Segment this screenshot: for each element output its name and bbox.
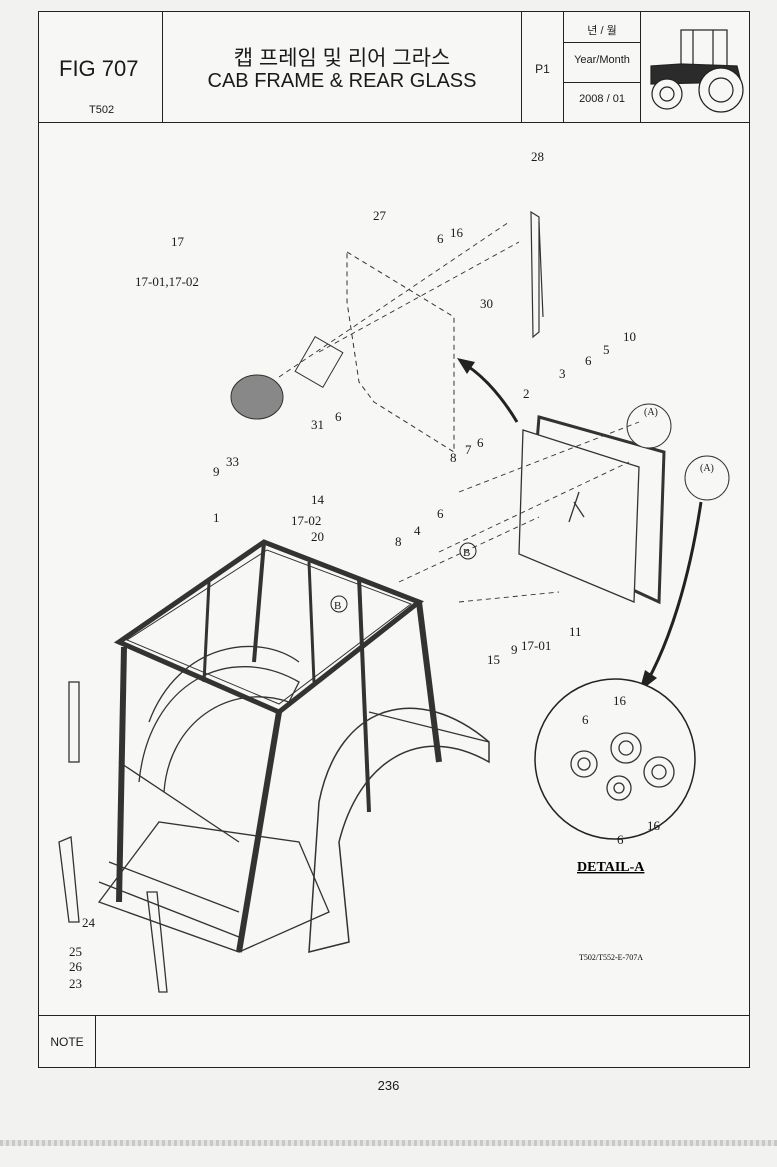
detail-callout: 16 [613,693,627,708]
callout: 15 [487,652,500,667]
callout: 31 [311,417,324,432]
title-korean: 캡 프레임 및 리어 그라스 [233,47,451,70]
work-lamp [230,335,344,420]
callout: 27 [373,208,387,223]
title-block: FIG 707 T502 캡 프레임 및 리어 그라스 CAB FRAME & … [39,12,749,123]
callout: 25 [69,944,82,959]
callout: 7 [465,442,472,457]
callout: 17-01,17-02 [135,274,199,289]
fig-cell: FIG 707 T502 [39,12,163,122]
callout: 11 [569,624,582,639]
drawing-code: T502/T552-E-707A [579,953,643,962]
callout: 33 [226,454,239,469]
callout: 17 [171,234,185,249]
detail-callout: 6 [582,712,589,727]
callout: 6 [335,409,342,424]
callout: B [334,600,341,612]
page-code-cell: P1 [522,12,564,122]
callout: 9 [511,642,518,657]
date-label-english: Year/Month [574,54,630,66]
callout: (A) [700,463,714,474]
rear-glass [518,415,666,605]
upper-glass [346,251,455,453]
tractor-thumbnail-icon [650,29,744,113]
callout: 14 [311,492,325,507]
title-cell: 캡 프레임 및 리어 그라스 CAB FRAME & REAR GLASS [163,12,522,122]
date-value: 2008 / 01 [579,93,625,105]
detail-callout: 16 [647,818,661,833]
detail-callout: 6 [617,832,624,847]
callout: 20 [311,529,324,544]
callout: 23 [69,976,82,991]
callout: 30 [480,296,493,311]
callout: 17-01 [521,638,551,653]
callout: 8 [450,450,457,465]
callout: 10 [623,329,636,344]
callout-labels: 28 27 17 17-01,17-02 6 16 30 31 6 9 33 5… [69,149,714,991]
page-code: P1 [535,62,550,76]
page-number: 236 [377,1078,400,1093]
note-row: NOTE [39,1015,749,1068]
detail-title: DETAIL-A [577,860,645,875]
scan-artifact [0,1140,777,1146]
detail-a-ref-circle [684,455,730,501]
arrow-icon [460,360,519,423]
divider [564,42,640,43]
callout: 26 [69,959,83,974]
callout: 6 [585,353,592,368]
callout: B [463,547,470,559]
callout: 9 [213,464,220,479]
parts-sheet: FIG 707 T502 캡 프레임 및 리어 그라스 CAB FRAME & … [38,11,750,1068]
detail-a-ref-circle [626,403,672,449]
leader-lines [278,221,640,603]
callout: 6 [437,506,444,521]
title-english: CAB FRAME & REAR GLASS [207,70,477,92]
callout: 6 [437,231,444,246]
callout: 1 [213,510,220,525]
callout: 8 [395,534,402,549]
arrow-head-icon [457,358,475,374]
callout: 3 [559,366,566,381]
note-label: NOTE [39,1016,96,1068]
callout: 2 [523,386,530,401]
model-code: T502 [89,104,115,116]
date-cell: 년 / 월 Year/Month 2008 / 01 [564,12,641,122]
callout: 16 [450,225,464,240]
callout: 5 [603,342,610,357]
wiper [530,210,544,339]
fig-label: FIG 707 [59,56,139,81]
tractor-thumb-cell [641,12,749,122]
callout: 28 [531,149,544,164]
detail-a: 16 6 6 16 DETAIL-A [534,678,696,875]
callout: 6 [477,435,484,450]
callout: 24 [82,915,96,930]
callout: 17-02 [291,513,321,528]
exploded-diagram: 28 27 17 17-01,17-02 6 16 30 31 6 9 33 5… [58,149,730,993]
date-label-korean: 년 / 월 [587,25,617,37]
callout: (A) [644,407,658,418]
callout: 4 [414,523,421,538]
divider [564,82,640,83]
arrow-icon [645,501,703,683]
cab-frame [58,539,490,993]
